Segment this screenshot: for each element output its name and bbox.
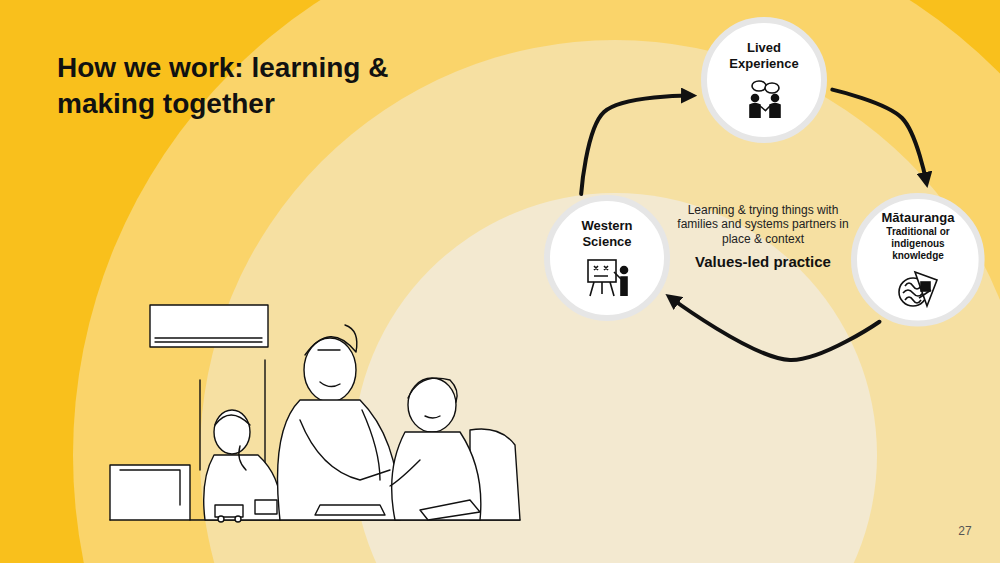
- node-heading: Lived Experience: [716, 40, 812, 71]
- cycle-arrow: [832, 90, 926, 182]
- circle-fill: [854, 196, 982, 324]
- node-heading: Mātauranga: [882, 210, 955, 226]
- people-icon: [741, 78, 787, 120]
- title: How we work: learning & making together: [57, 50, 467, 123]
- cycle-arrow: [671, 298, 880, 360]
- air-conditioner: [150, 305, 268, 347]
- inner-ring: [353, 193, 877, 563]
- knowledge-circle: MātaurangaTraditional or indigenous know…: [851, 193, 985, 327]
- centre-note: Learning & trying things with families a…: [668, 203, 858, 246]
- circle-outline: [544, 195, 670, 321]
- circle-outline: [701, 17, 827, 143]
- board-icon: [584, 256, 630, 298]
- family-illustration: [110, 305, 520, 522]
- knowledge-circle: Lived Experience: [701, 17, 827, 143]
- page-number: 27: [950, 524, 980, 538]
- circle-fill: [704, 20, 824, 140]
- cycle-arrow: [581, 96, 690, 194]
- node-subtext: Traditional or indigenous knowledge: [870, 226, 966, 262]
- middle-ring: [200, 40, 1000, 563]
- outer-ring: [73, 0, 1000, 563]
- centre-heading: Values-led practice: [668, 253, 858, 271]
- pattern-icon: [895, 268, 941, 310]
- node-heading: Western Science: [559, 218, 655, 249]
- circle-fill: [547, 198, 667, 318]
- knowledge-circle: Western Science: [544, 195, 670, 321]
